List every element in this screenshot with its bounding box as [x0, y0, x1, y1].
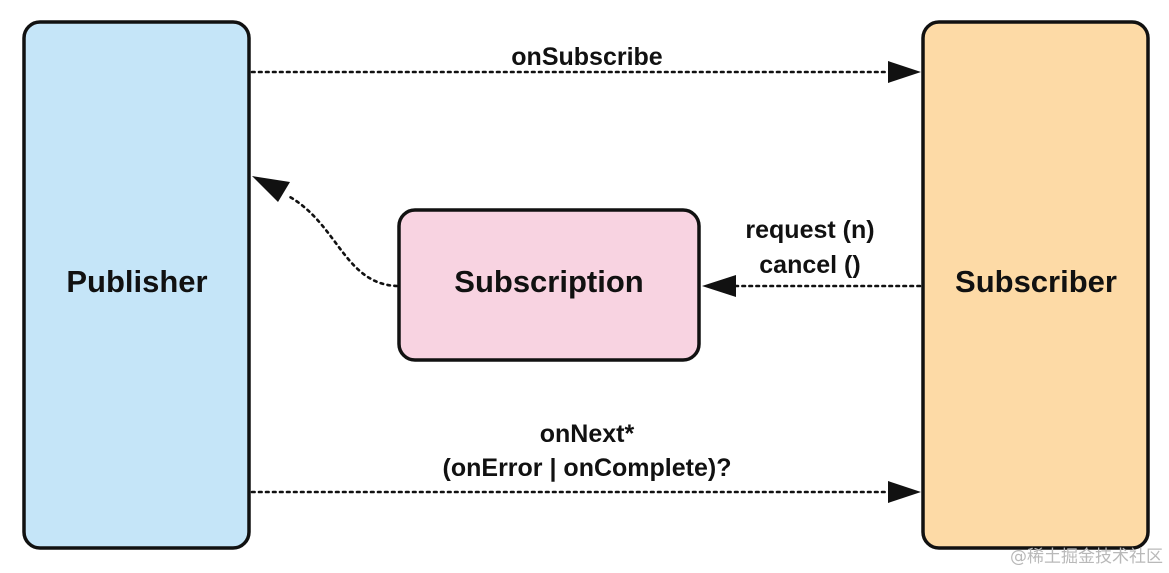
publisher-node: Publisher — [22, 20, 251, 550]
on-subscribe-label: onSubscribe — [511, 43, 663, 71]
watermark-text: @稀土掘金技术社区 — [1010, 547, 1163, 567]
on-next-label: onNext* — [540, 420, 635, 448]
request-label: request (n) — [745, 216, 874, 244]
subscription-to-publisher-arrowhead — [252, 176, 290, 202]
on-subscribe-edge: onSubscribe — [250, 43, 921, 83]
on-error-complete-label: (onError | onComplete)? — [443, 454, 732, 482]
subscription-label: Subscription — [454, 264, 643, 299]
on-next-arrowhead — [888, 481, 921, 503]
request-cancel-edge: request (n) cancel () — [702, 216, 922, 297]
subscriber-box — [921, 20, 1150, 550]
subscriber-label: Subscriber — [955, 264, 1117, 299]
subscription-node: Subscription — [397, 208, 701, 362]
subscription-box — [397, 208, 701, 362]
cancel-label: cancel () — [759, 251, 860, 279]
subscriber-node: Subscriber — [921, 20, 1150, 550]
publisher-box — [22, 20, 251, 550]
publisher-label: Publisher — [66, 264, 207, 299]
subscription-to-publisher-curve — [288, 195, 399, 288]
request-cancel-arrowhead — [702, 275, 736, 297]
on-next-edge: onNext* (onError | onComplete)? — [250, 420, 921, 503]
subscription-to-publisher-edge — [252, 176, 399, 288]
on-subscribe-arrowhead — [888, 61, 921, 83]
